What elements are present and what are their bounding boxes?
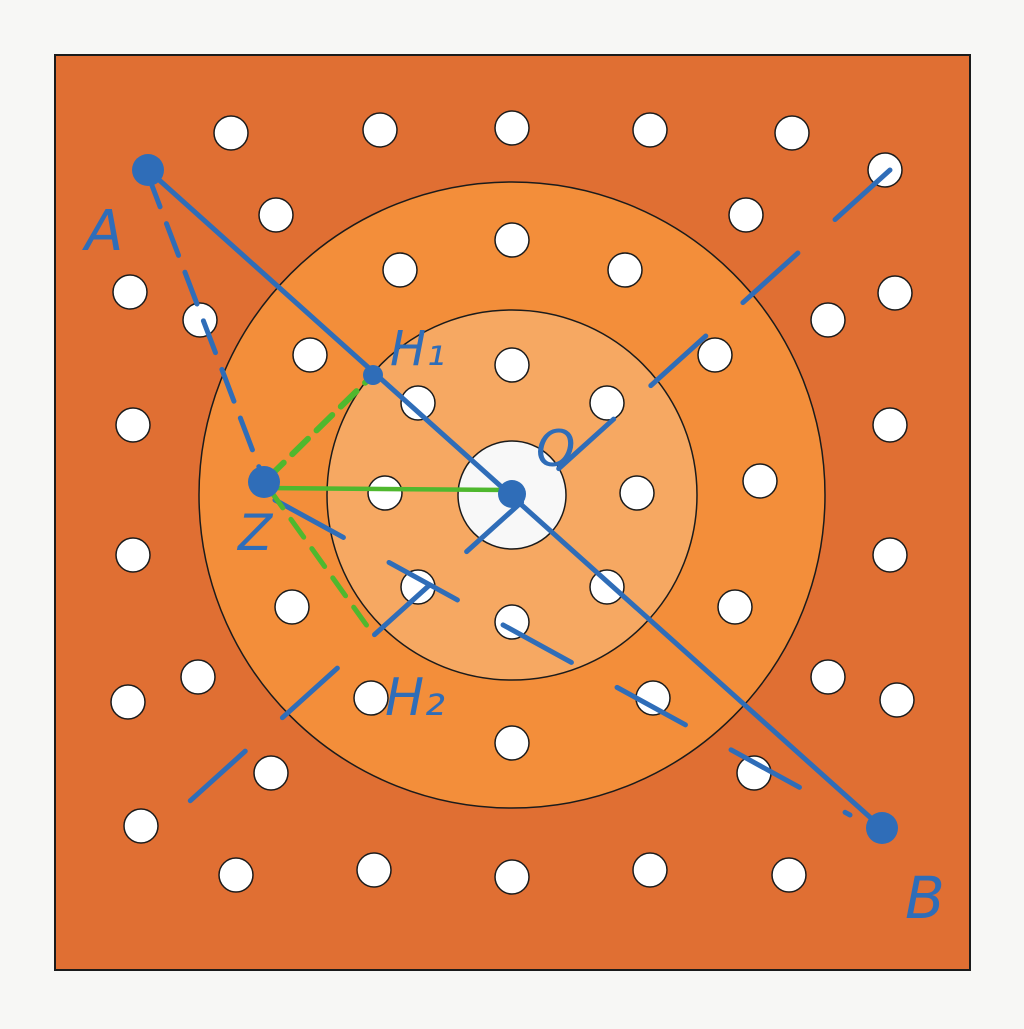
hole [400,385,436,421]
point-a [132,154,164,186]
hole [810,659,846,695]
point-o [498,480,526,508]
holes-group [110,110,915,895]
hole [494,725,530,761]
hole [877,275,913,311]
hole [292,337,328,373]
hole [774,115,810,151]
hole [367,475,403,511]
hole [494,222,530,258]
label-b: B [905,864,945,932]
hole [110,684,146,720]
segment-zo [262,485,511,493]
hole [771,857,807,893]
dashed-line-z-h1 [265,373,375,481]
label-z: Z [236,504,274,562]
hole [589,385,625,421]
hole [697,337,733,373]
dashed-diagonal [157,167,893,831]
hole [742,463,778,499]
hole [218,857,254,893]
hole [180,659,216,695]
hole [123,808,159,844]
hole [872,407,908,443]
hole [258,197,294,233]
hole [879,682,915,718]
hole [213,115,249,151]
hole [182,302,218,338]
point-b [866,812,898,844]
hole [717,589,753,625]
dashed-line-zb [272,497,853,818]
point-h1 [363,365,383,385]
hole [362,112,398,148]
hole [589,569,625,605]
hole [353,680,389,716]
label-a: A [82,199,123,264]
dashed-line-z-h2 [267,487,373,633]
hole [115,407,151,443]
hole [274,589,310,625]
hole [356,852,392,888]
hole [494,604,530,640]
hole [728,197,764,233]
label-h2: H₂ [385,668,445,728]
hole [112,274,148,310]
hole [115,537,151,573]
hole [382,252,418,288]
hole [867,152,903,188]
hole [810,302,846,338]
hole [872,537,908,573]
label-o: O [536,420,575,478]
hole [632,112,668,148]
hole [494,859,530,895]
point-z [248,466,280,498]
hole [494,110,530,146]
hole [253,755,289,791]
hole [632,852,668,888]
hole [619,475,655,511]
hole [494,347,530,383]
label-h1: H₁ [390,321,445,377]
dashed-line-az [145,172,265,478]
hole [607,252,643,288]
